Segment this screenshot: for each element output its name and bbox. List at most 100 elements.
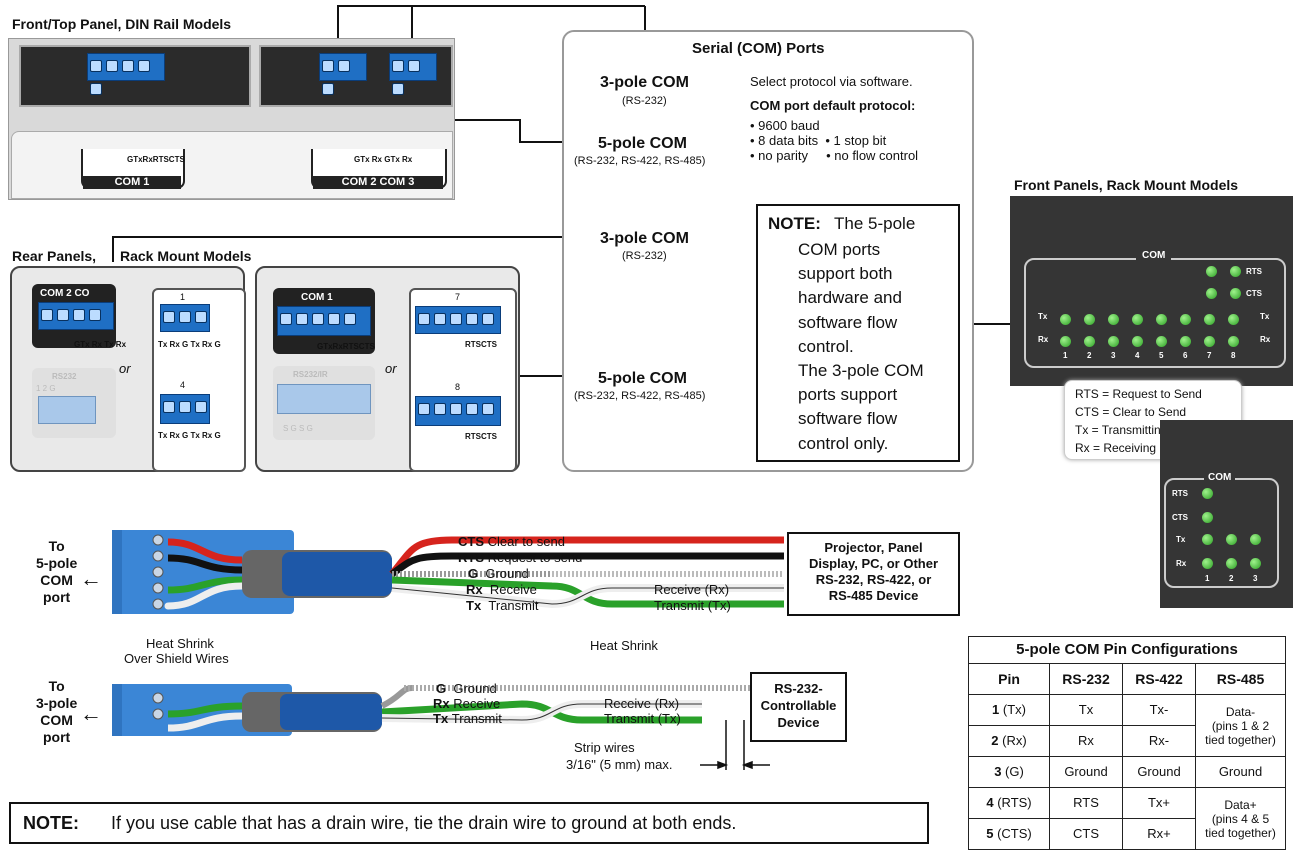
cable5-wire-g-label: Ground [485,566,529,581]
table-row: 4 (RTS) RTS Tx+ Data+ (pins 4 & 5 tied t… [968,787,1286,850]
rs485-a-0: Data- [1225,704,1256,719]
rs422-cell: Rx- [1122,725,1196,757]
rear1-faded-nums: 1 2 G [36,384,56,393]
cable3-to-label: To 3-pole COM port [36,678,77,746]
table-row: 5 (CTS) CTS Rx+ [968,818,1286,850]
front-small-num-2: 2 [1229,574,1234,583]
cable3-wire-g: G Ground [436,681,497,696]
rs485-cell-merged-b: Data+ (pins 4 & 5 tied together) [1195,787,1286,850]
cable5-device-2: RS-232, RS-422, or [815,572,932,587]
serial-item-3-sub: (RS-232) [622,250,667,262]
front-channel-number: 4 [1135,351,1140,360]
din-panel-title: Front/Top Panel, DIN Rail Models [12,16,232,32]
strip-dimension-icon [700,720,770,770]
din-com3-terminal [389,53,437,95]
cable3-to-0: To [48,678,65,694]
rs232-cell: CTS [1049,818,1123,850]
cable3-to-3: port [43,729,71,745]
serial-default-bits: • 8 data bits • 1 stop bit [750,133,887,148]
pin-table-header-rs422: RS-422 [1122,663,1196,695]
rear1-com-label: COM 2 CO [40,288,90,299]
led-indicator [1156,336,1167,347]
cable3-to-1: 3-pole [36,695,78,711]
cable5-wire-rx: Rx Receive [466,582,537,597]
front-channel-number: 3 [1111,351,1116,360]
serial-default-baud: • 9600 baud [750,118,820,133]
cable5-device-3: RS-485 Device [828,588,919,603]
rs422-cell: Tx+ [1122,787,1196,819]
rs232-cell: Rx [1049,725,1123,757]
rear1-or: or [119,361,131,376]
rear1-pins-1: Tx Rx G Tx Rx G [158,340,221,349]
pin-type: (Tx) [999,702,1026,717]
serial-note-line-1: COM ports [798,240,881,259]
cable5-wires [112,530,784,614]
cable5-to-1: 5-pole [36,555,78,571]
front-channel-number: 1 [1063,351,1068,360]
cable3-wire-rx-label: Receive [453,696,501,711]
front-channel-number: 2 [1087,351,1092,360]
legend-cts: CTS = Clear to Send [1075,405,1187,419]
din-com2-terminal [319,53,367,95]
led-indicator [1132,314,1143,325]
rear1-faded-label: RS232 [52,372,77,381]
rs485-a-2: tied together) [1205,732,1276,747]
rs232-cell: Tx [1049,694,1123,726]
rs485-cell-merged-a: Data- (pins 1 & 2 tied together) [1195,694,1286,757]
rear1-num-4: 4 [180,380,186,390]
cable5-wire-rts: RTS Request to send [458,550,582,565]
serial-default-parity: • no parity • no flow control [750,148,919,163]
rear-panel-box-1: COM 2 CO GTx Rx Tx Rx RS232 1 2 G or 1 T… [10,266,246,472]
rear2-com-label: COM 1 [301,292,333,303]
serial-note-label: NOTE: [768,214,821,233]
rear2-faded-nums: S G S G [283,424,313,433]
cable5-wire-g-code: G [468,566,479,581]
led-indicator [1180,336,1191,347]
cable3-wire-tx-label: Transmit [451,711,502,726]
led-indicator [1108,314,1119,325]
serial-note-line-3: hardware and [798,288,902,308]
front-small-num-1: 1 [1205,574,1210,583]
cable5-to-label: To 5-pole COM port [36,538,77,606]
pin-table-title: 5-pole COM Pin Configurations [968,636,1286,664]
serial-note-line-7: ports support [798,385,898,405]
rs422-cell: Rx+ [1122,818,1196,850]
cable3-wire-tx: Tx Transmit [433,711,502,726]
rs422-cell: Tx- [1122,694,1196,726]
front-tx-label-right: Tx [1260,312,1270,321]
rs422-cell: Ground [1122,756,1196,788]
cable3-arrow-icon: ← [80,701,102,726]
din-com23-label: COM 2 COM 3 [313,176,443,189]
cable5-wire-rts-code: RTS [458,550,484,565]
serial-ports-box: Serial (COM) Ports 3-pole COM (RS-232) 5… [562,30,974,472]
pin-type: (RTS) [993,795,1032,810]
cable3-wire-rx-code: Rx [433,696,450,711]
front-rx-label-right: Rx [1260,335,1271,344]
din-com1-terminal [87,53,165,95]
rear1-num-1: 1 [180,292,186,302]
cable3-device-box: RS-232- Controllable Device [750,672,847,742]
serial-item-4-name: 5-pole COM [598,370,687,387]
front-small-num-3: 3 [1253,574,1258,583]
pin-cell: 3 (G) [968,756,1050,788]
rear2-num-7: 7 [455,292,461,302]
led-indicator [1228,314,1239,325]
cable5-heat-shrink-label: Heat Shrink [146,636,214,651]
pin-table-header-pin: Pin [968,663,1050,695]
cable3-wires [112,684,752,736]
bottom-note-text: If you use cable that has a drain wire, … [111,813,737,833]
front-rx-label-left: Rx [1038,335,1049,344]
front-small-com-label: COM [1204,472,1236,483]
led-indicator [1084,336,1095,347]
cable5-to-0: To [48,538,65,554]
serial-item-2-name: 5-pole COM [598,135,687,152]
pin-type: (Rx) [998,733,1027,748]
serial-note-line-6: The 3-pole COM [798,361,924,381]
cable5-tx-end: Transmit (Tx) [654,598,731,613]
pin-cell: 2 (Rx) [968,725,1050,757]
rear-panel-box-2: COM 1 GTxRxRTSCTS RS232/IR S G S G or 7 … [255,266,520,472]
pin-number: 5 [986,826,994,841]
pin-cell: 1 (Tx) [968,694,1050,726]
cable5-to-2: COM [40,572,73,588]
pin-table-header-rs232: RS-232 [1049,663,1123,695]
